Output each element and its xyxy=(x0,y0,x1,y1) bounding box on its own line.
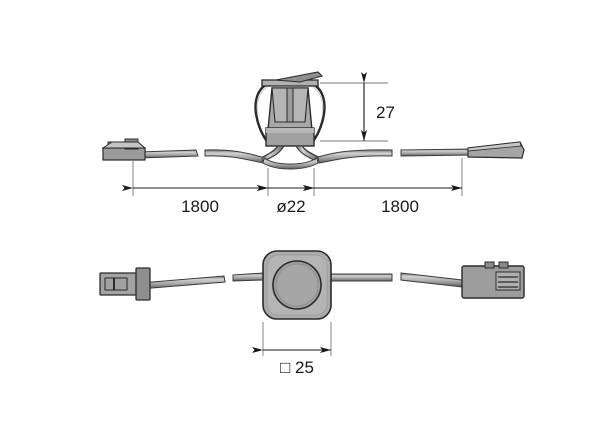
plan-top-view: □ 25 xyxy=(99,250,525,377)
side-right-cable xyxy=(317,148,473,164)
dimension-diameter-22-label: ø22 xyxy=(276,197,305,216)
square-luminaire-body xyxy=(262,250,332,320)
side-elevation-view: 27 1800 ø22 1800 xyxy=(101,71,525,216)
dimension-square-width-25-label: □ 25 xyxy=(280,358,314,377)
right-cable-connector xyxy=(467,141,525,159)
dimension-left-cable-1800: 1800 xyxy=(122,185,268,216)
housing-lead-wires xyxy=(262,145,320,161)
dimension-square-width-25: □ 25 xyxy=(252,322,332,377)
dimension-height-27-label: 27 xyxy=(376,103,395,122)
plan-right-cable-plug xyxy=(461,261,525,299)
dimension-right-cable-1800: 1800 xyxy=(303,185,462,216)
plan-right-cable xyxy=(329,272,463,288)
plan-left-cable xyxy=(139,272,264,290)
spring-clip-highlights xyxy=(257,85,323,115)
plan-left-cable-connector xyxy=(99,267,151,301)
dimension-chain-horizontal: 1800 ø22 1800 xyxy=(122,158,463,216)
dimension-right-cable-1800-label: 1800 xyxy=(381,197,419,216)
housing-top-flange xyxy=(261,71,324,87)
dimension-height-27: 27 xyxy=(320,72,395,142)
cable-bridge-under-housing xyxy=(262,157,319,170)
dimension-left-cable-1800-label: 1800 xyxy=(181,197,219,216)
mounting-spring-clips xyxy=(254,82,326,142)
recessed-downlight-housing xyxy=(265,87,315,147)
left-cable-connector xyxy=(101,138,147,161)
